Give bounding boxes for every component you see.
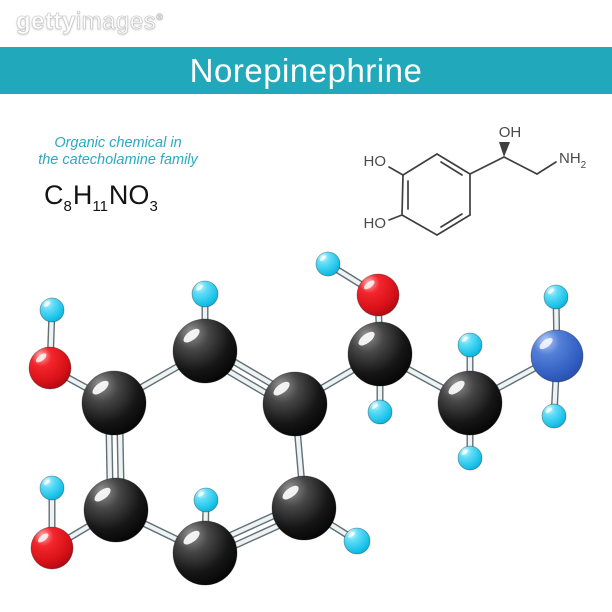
specular-highlight [273,381,290,396]
hydrogen-atom [193,487,219,513]
hydrogen-atom [39,297,65,323]
formula-subscript: 8 [63,198,72,215]
hydrogen-atom [543,284,569,310]
skeletal-bond [436,214,471,236]
hydrogen-atom [457,445,483,471]
skeletal-atom-label: HO [364,215,387,232]
gettyimages-watermark: gettyimages® [16,8,163,36]
oxygen-atom [30,526,74,570]
watermark-images-text: images [75,8,157,36]
specular-highlight [94,487,111,502]
watermark-getty-text: getty [16,8,76,36]
skeletal-bond [436,153,471,175]
hydrogen-atom [367,399,393,425]
specular-highlight [196,284,203,291]
hydrogen-atom [457,332,483,358]
skeletal-bond [469,156,505,175]
description-line-1: Organic chemical in [54,135,182,151]
specular-highlight [545,407,552,413]
skeletal-bond [440,161,463,176]
carbon-atom [347,321,413,387]
skeletal-bond [401,174,404,216]
skeletal-atom-label: NH2 [559,150,587,171]
skeletal-bond [388,214,403,221]
ball-and-stick-model [28,251,584,586]
carbon-atom [437,370,503,436]
skeletal-bond [401,214,438,236]
registered-trademark-icon: ® [156,12,164,22]
formula-element: C [44,180,64,210]
formula-element: H [72,180,93,210]
hydrogen-atom [315,251,341,277]
skeletal-bond [440,213,463,228]
specular-highlight [37,533,49,543]
hydrogen-atom [39,475,65,501]
description-line-2: the catecholamine family [38,152,198,168]
carbon-atom [271,475,337,541]
specular-highlight [183,328,200,343]
skeletal-atom-label: OH [499,124,522,141]
specular-highlight [461,449,468,455]
specular-highlight [43,301,50,307]
skeletal-formula-diagram: OH HO HO NH2 [364,124,587,236]
carbon-atom [83,477,149,543]
specular-highlight [448,380,465,395]
carbon-atom [172,318,238,384]
hydrogen-atom [541,403,567,429]
specular-highlight [92,380,109,395]
skeletal-wedge-bond [499,142,510,157]
description-text: Organic chemical in the catecholamine fa… [22,135,214,169]
specular-highlight [539,337,553,350]
skeletal-bond [402,153,438,176]
specular-highlight [461,336,468,342]
specular-highlight [197,491,204,497]
specular-highlight [348,531,355,538]
specular-highlight [547,288,554,294]
formula-element: O [128,180,150,210]
oxygen-atom [356,273,400,317]
nitrogen-atom [530,329,584,383]
carbon-atom [262,371,328,437]
skeletal-atom-label: HO [364,153,387,170]
specular-highlight [358,331,375,346]
skeletal-bond [503,156,538,175]
specular-highlight [371,403,378,409]
skeletal-bond [536,161,557,175]
specular-highlight [282,485,299,500]
carbon-atom [81,370,147,436]
specular-highlight [363,280,375,290]
carbon-atom [172,520,238,586]
hydrogen-atom [343,527,371,555]
specular-highlight [183,530,200,545]
formula-subscript: 11 [92,198,108,215]
oxygen-atom [28,346,72,390]
hydrogen-atom [191,280,219,308]
specular-highlight [319,255,326,261]
chemical-formula: C8H11NO3 [44,180,159,215]
formula-subscript: 3 [149,198,158,215]
page-title: Norepinephrine [189,51,423,89]
specular-highlight [35,353,47,363]
skeletal-bond [388,166,404,176]
header-bar: Norepinephrine [0,47,612,94]
formula-element: N [108,180,129,210]
specular-highlight [43,479,50,485]
